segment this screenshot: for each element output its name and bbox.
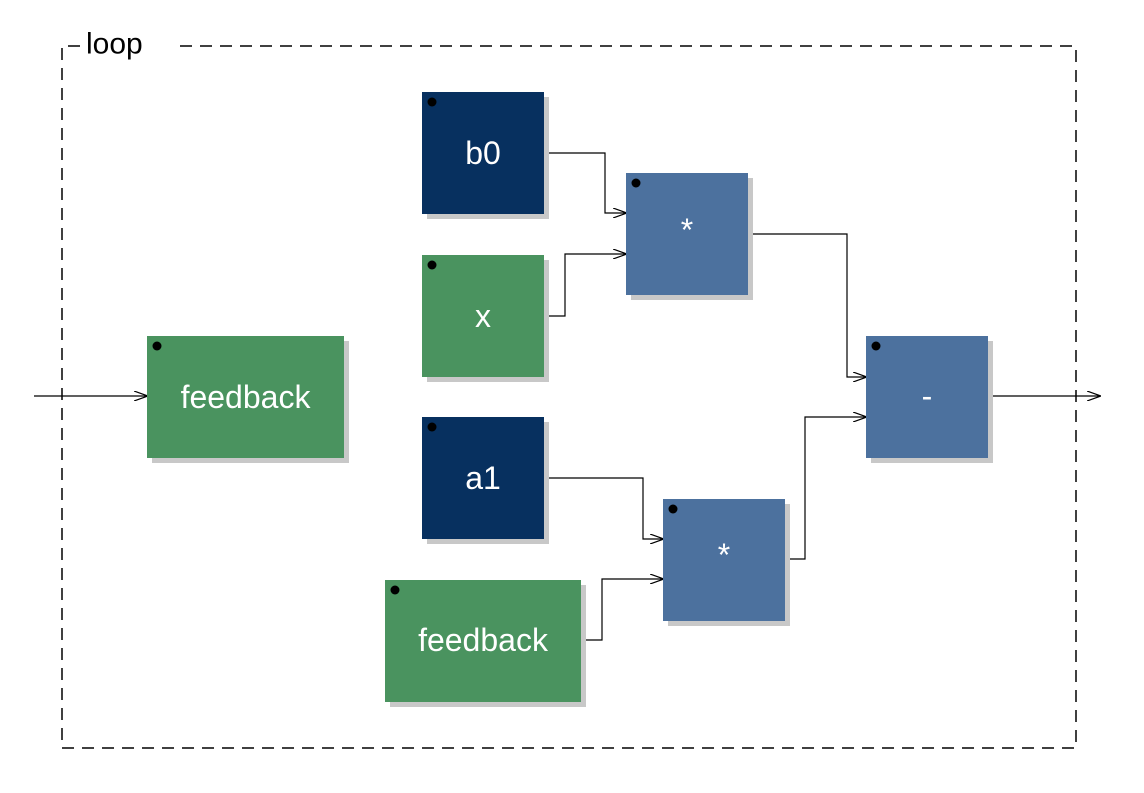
block-feedback-in-port-dot — [152, 341, 162, 351]
wire-mul-bottom-to-minus — [785, 417, 866, 560]
wire-feedback2-to-mul-bottom — [581, 579, 663, 641]
block-a1-label: a1 — [465, 460, 501, 496]
block-mul-top-label: * — [681, 212, 693, 248]
block-feedback-2[interactable]: feedback — [385, 580, 586, 707]
block-mul-bottom-body[interactable] — [663, 499, 785, 621]
block-b0-body[interactable] — [422, 92, 544, 214]
block-minus-body[interactable] — [866, 336, 988, 458]
wire-x-to-mul-top — [544, 254, 626, 317]
block-x-body[interactable] — [422, 255, 544, 377]
loop-group-frame — [61, 45, 1077, 749]
block-feedback-in[interactable]: feedback — [147, 336, 349, 463]
wire-a1-to-mul-bottom — [544, 477, 663, 539]
loop-group: loop — [61, 28, 1077, 749]
block-x[interactable]: x — [422, 255, 549, 382]
block-x-label: x — [475, 298, 491, 334]
block-mul-top-port-dot — [631, 178, 641, 188]
block-mul-top-body[interactable] — [626, 173, 748, 295]
block-b0-label: b0 — [465, 135, 501, 171]
loop-group-label: loop — [86, 28, 143, 61]
block-minus-port-dot — [871, 341, 881, 351]
block-minus[interactable]: - — [866, 336, 993, 463]
block-mul-top[interactable]: * — [626, 173, 753, 300]
block-x-port-dot — [427, 260, 437, 270]
block-a1[interactable]: a1 — [422, 417, 549, 544]
block-mul-bottom-label: * — [718, 537, 730, 573]
block-a1-port-dot — [427, 422, 437, 432]
block-b0-port-dot — [427, 97, 437, 107]
block-feedback-in-body[interactable] — [147, 336, 344, 458]
block-feedback-2-body[interactable] — [385, 580, 581, 702]
block-b0[interactable]: b0 — [422, 92, 549, 219]
wire-b0-to-mul-top — [544, 152, 626, 213]
block-a1-body[interactable] — [422, 417, 544, 539]
block-feedback-2-port-dot — [390, 585, 400, 595]
block-mul-bottom[interactable]: * — [663, 499, 790, 626]
block-minus-label: - — [922, 378, 933, 414]
block-mul-bottom-port-dot — [668, 504, 678, 514]
block-feedback-2-label: feedback — [418, 622, 549, 658]
wire-mul-top-to-minus — [748, 233, 866, 377]
block-feedback-in-label: feedback — [181, 379, 312, 415]
connections — [34, 152, 1100, 641]
